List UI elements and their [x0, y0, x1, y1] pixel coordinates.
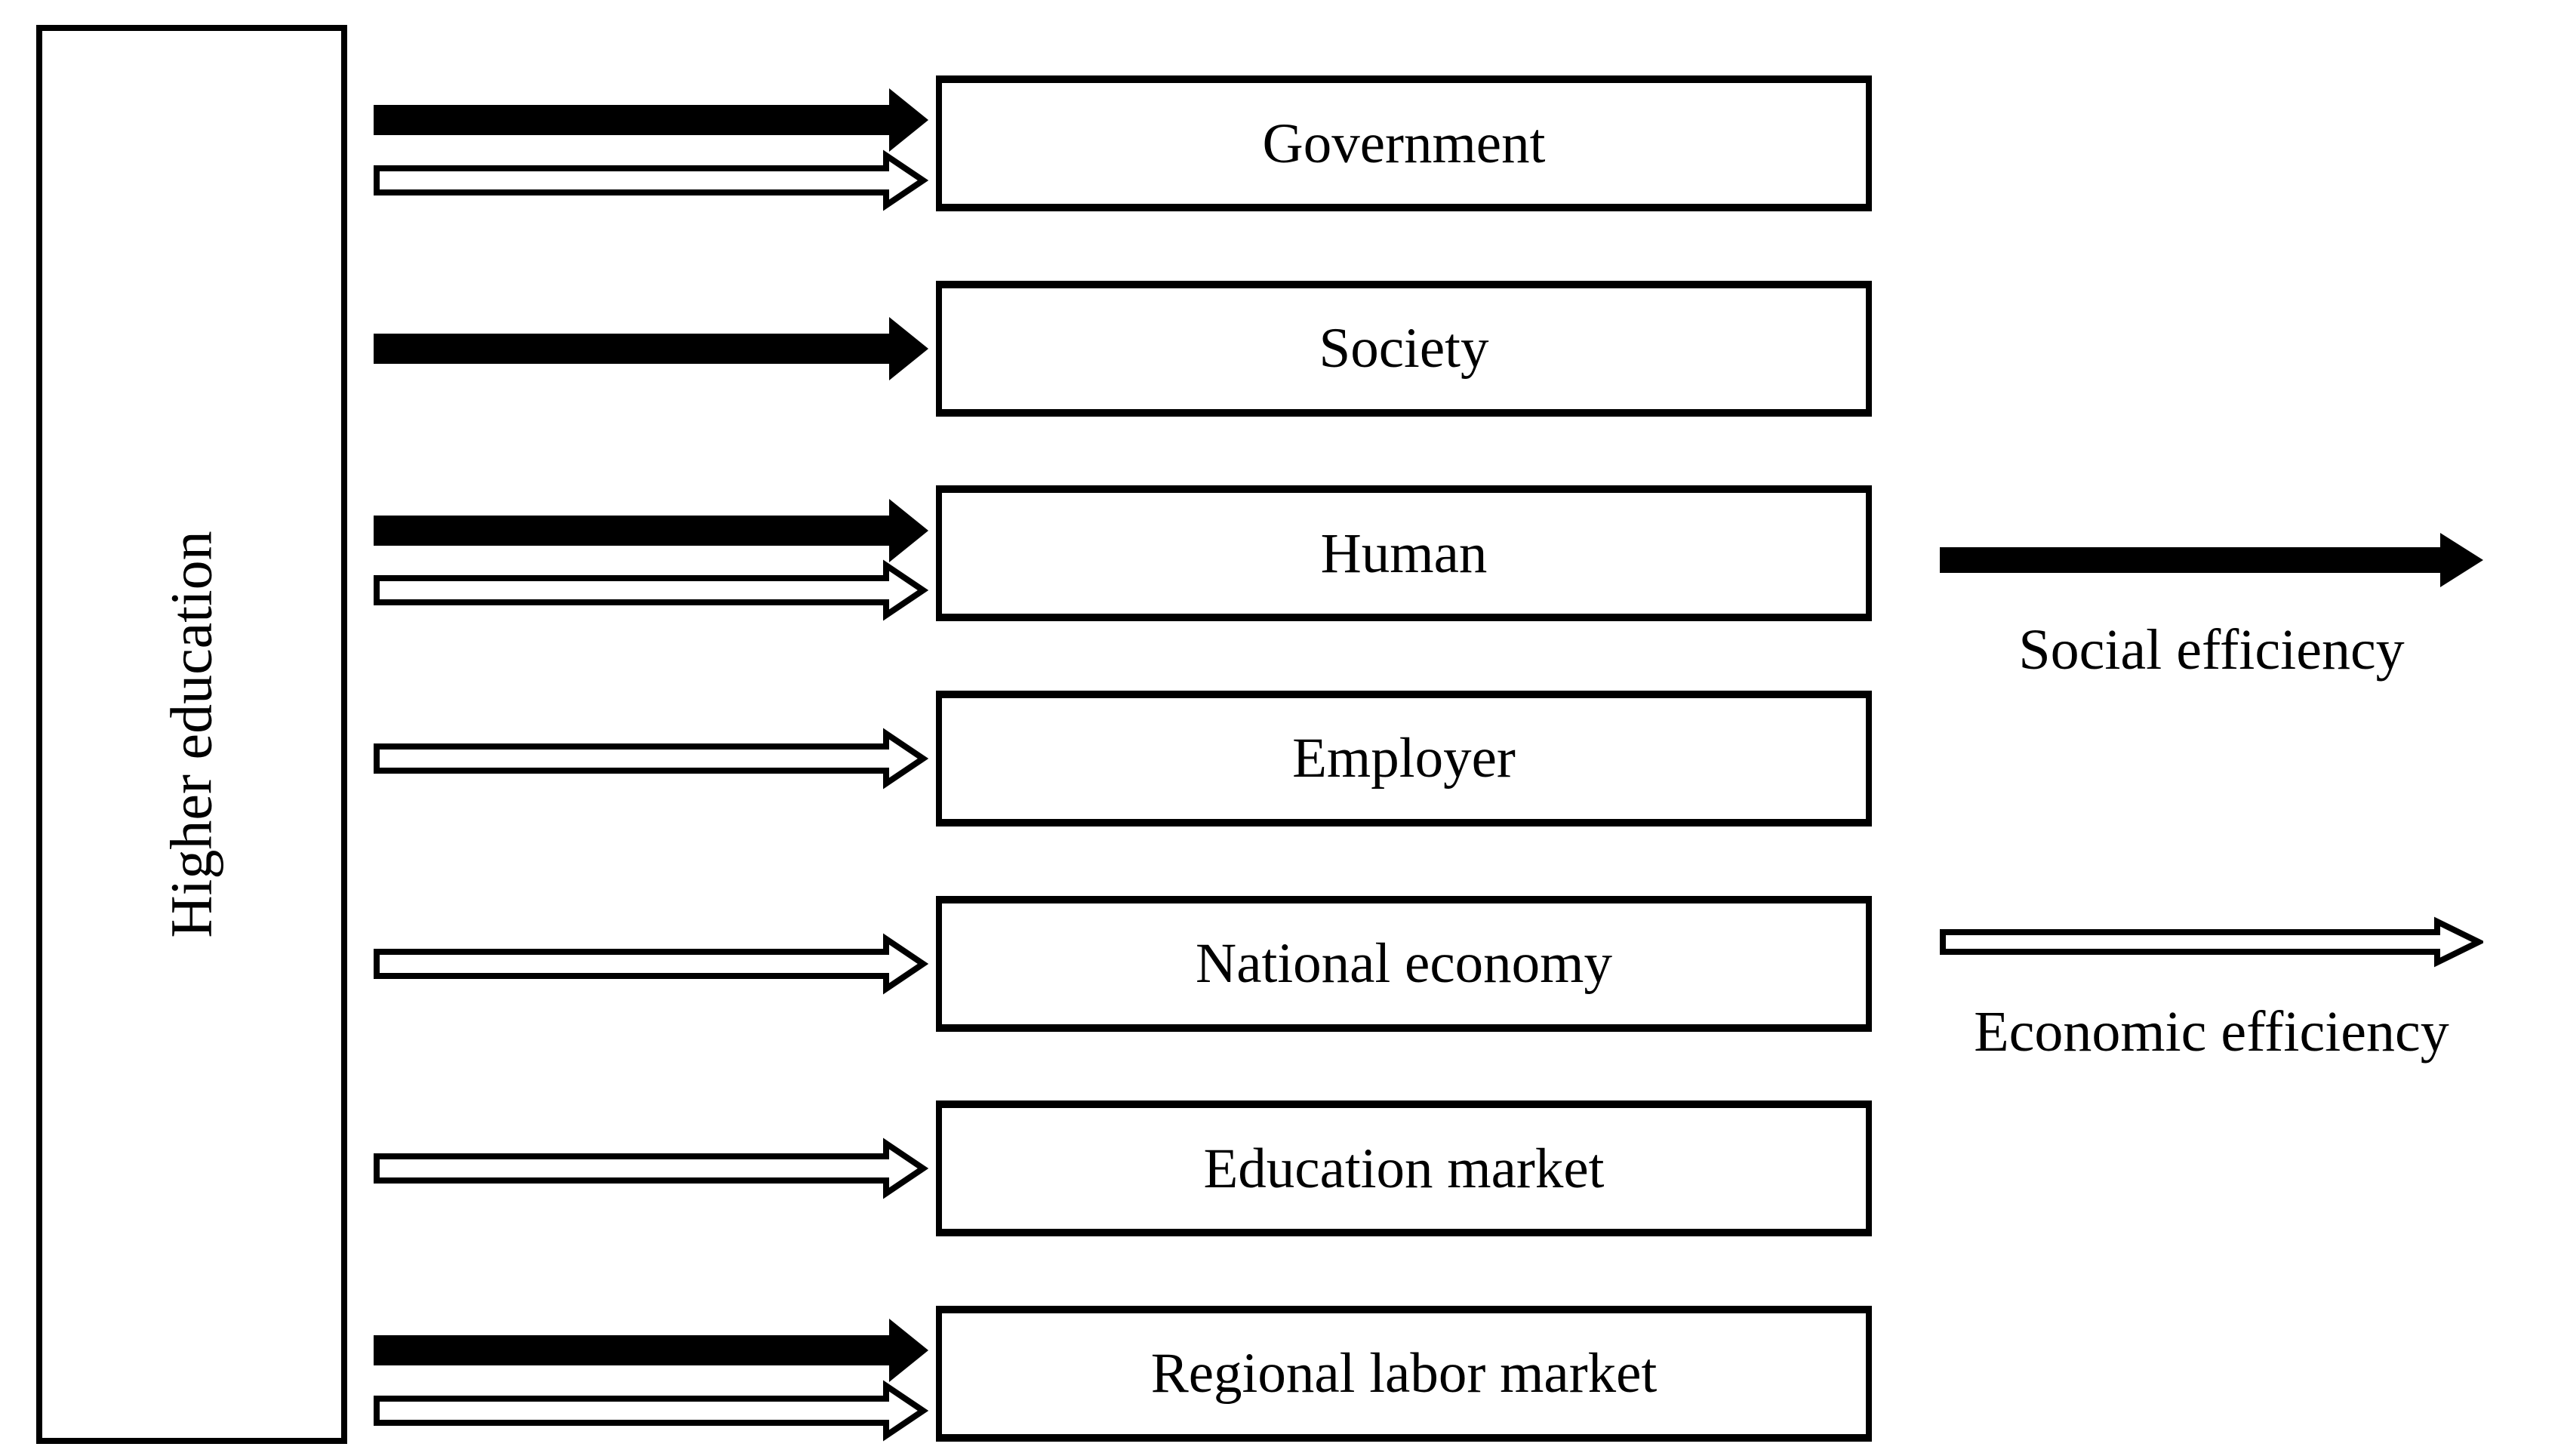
target-row: Society [374, 280, 1872, 417]
legend-social-label: Social efficiency [2018, 618, 2405, 682]
target-row: Government [374, 75, 1872, 211]
economic-efficiency-arrow [374, 149, 928, 211]
target-box: Society [936, 280, 1872, 417]
target-box: Government [936, 75, 1872, 211]
economic-efficiency-arrow [374, 933, 928, 995]
target-rows: Government Society Human Employer [374, 75, 1872, 1442]
economic-efficiency-arrow [1940, 916, 2483, 968]
arrow-group [374, 281, 928, 417]
legend-entry-economic: Economic efficiency [1936, 915, 2487, 1064]
target-row: Human [374, 485, 1872, 622]
target-box-label: Human [1320, 522, 1488, 585]
social-efficiency-arrow [374, 1319, 928, 1383]
target-box: National economy [936, 895, 1872, 1032]
arrow-group [374, 691, 928, 827]
target-box-label: Employer [1292, 727, 1516, 790]
target-row: National economy [374, 895, 1872, 1032]
legend-entry-social: Social efficiency [1936, 533, 2487, 682]
social-efficiency-arrow [374, 498, 928, 562]
target-box-label: National economy [1196, 932, 1612, 996]
target-box: Human [936, 485, 1872, 622]
higher-education-label: Higher education [159, 531, 225, 938]
social-efficiency-arrow [374, 88, 928, 152]
legend-economic-label: Economic efficiency [1974, 1000, 2449, 1064]
arrow-group [374, 485, 928, 621]
economic-efficiency-arrow [374, 728, 928, 790]
target-row: Regional labor market [374, 1305, 1872, 1442]
economic-efficiency-arrow [374, 1137, 928, 1199]
arrow-group [374, 896, 928, 1032]
target-box-label: Regional labor market [1150, 1342, 1658, 1405]
target-box-label: Society [1319, 317, 1489, 380]
arrow-group [374, 1100, 928, 1236]
target-row: Education market [374, 1100, 1872, 1237]
economic-efficiency-arrow [374, 559, 928, 621]
target-box: Regional labor market [936, 1305, 1872, 1442]
target-box: Employer [936, 690, 1872, 827]
economic-efficiency-arrow [374, 1380, 928, 1442]
arrow-group [374, 75, 928, 211]
target-box-label: Government [1262, 112, 1546, 175]
social-efficiency-arrow [1940, 533, 2483, 587]
social-efficiency-arrow [374, 316, 928, 380]
target-box: Education market [936, 1100, 1872, 1237]
arrow-group [374, 1306, 928, 1442]
target-box-label: Education market [1203, 1137, 1605, 1200]
higher-education-box: Higher education [36, 25, 347, 1444]
target-row: Employer [374, 690, 1872, 827]
